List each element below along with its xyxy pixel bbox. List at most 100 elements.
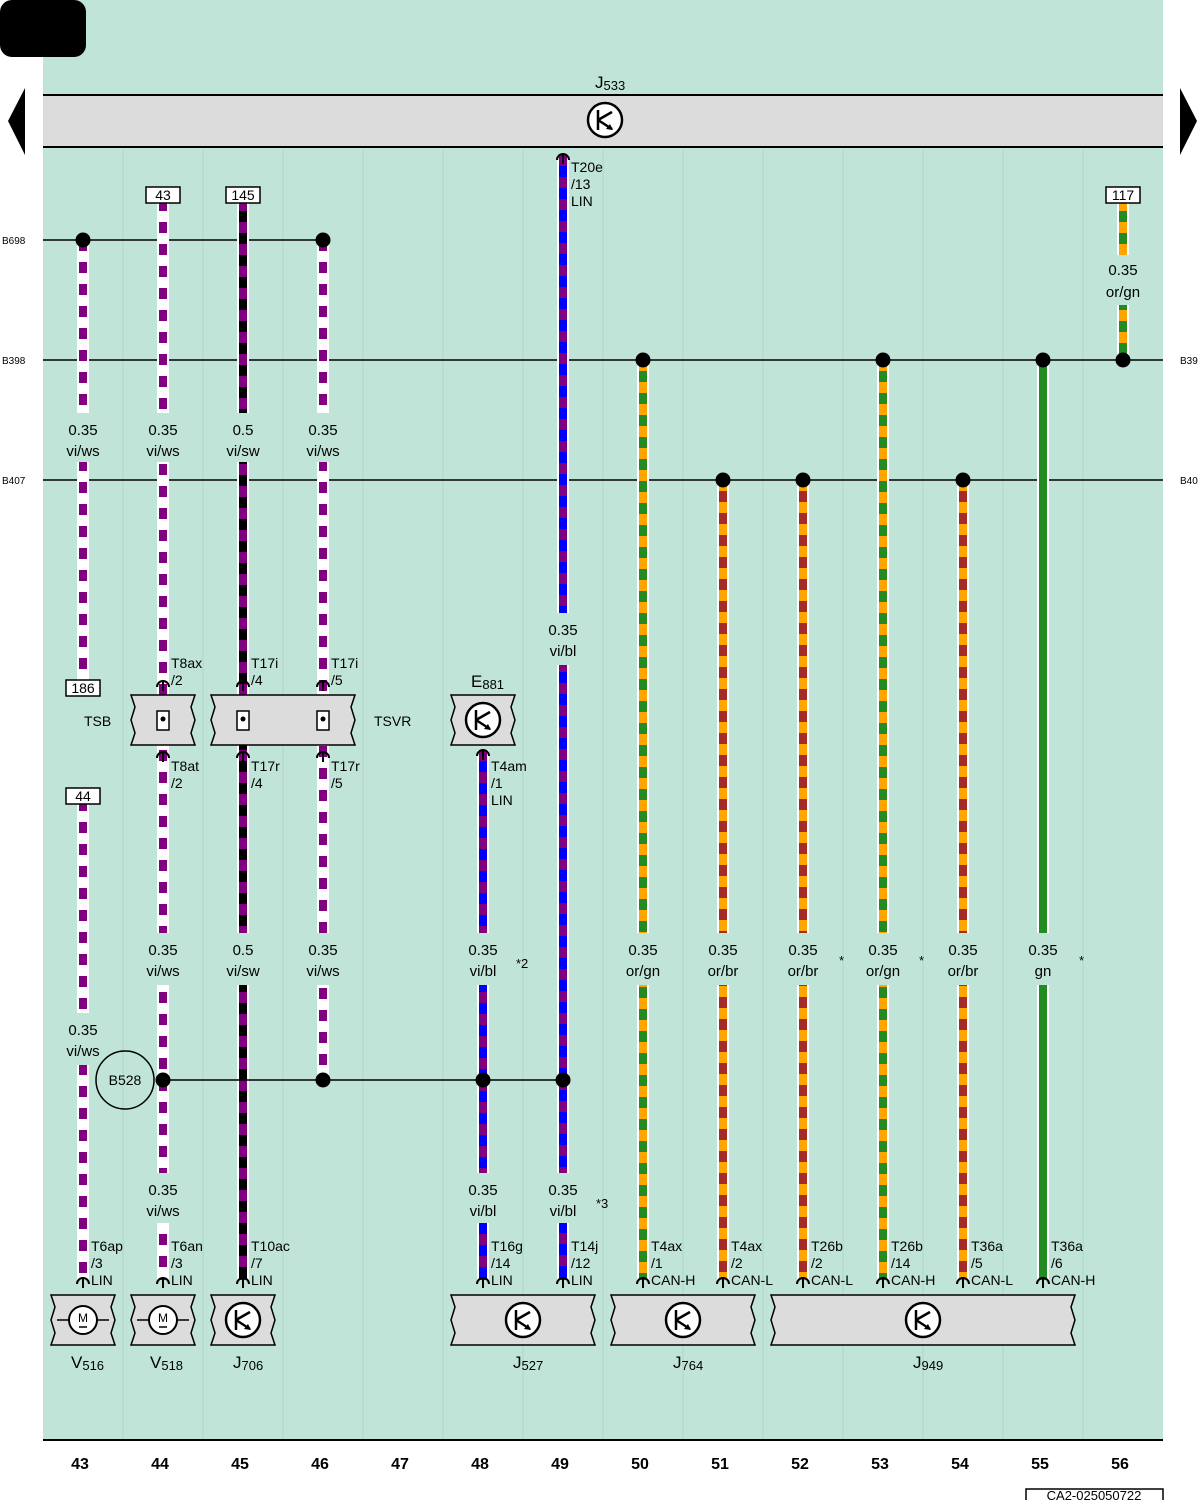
connector-terminal-bot-2 (316, 751, 330, 762)
column-numbers: 43 44 45 46 47 48 49 50 51 52 53 54 55 5… (71, 1456, 1129, 1473)
column-number: 54 (951, 1456, 969, 1473)
wire-gauge-label: 0.35 (788, 942, 817, 959)
connector-terminal-unit-8 (876, 1277, 890, 1288)
column-number: 48 (471, 1456, 489, 1473)
control-unit-icon (464, 701, 502, 739)
wire-gauge-label: 0.35 (148, 942, 177, 959)
column-number: 47 (391, 1456, 409, 1473)
wire-color-label: vi/ws (306, 963, 339, 980)
label-gaps (69, 255, 1137, 1223)
footnote-ref: * (919, 953, 924, 968)
connector-terminal-j533 (556, 153, 570, 164)
wire-gauge-label: 0.35 (868, 942, 897, 959)
right-margin-cover (1163, 340, 1200, 500)
column-number: 56 (1111, 1456, 1129, 1473)
ref-box-label: 44 (75, 788, 91, 804)
component-j764: J764 (609, 1294, 757, 1373)
wire-gauge-label: 0.35 (468, 942, 497, 959)
wire-gauge-label: 0.35 (68, 422, 97, 439)
control-unit-icon (504, 1301, 542, 1339)
main-unit-label: J533 (595, 73, 625, 93)
wire-color-label: vi/bl (470, 963, 497, 980)
connector-terminal-unit-1 (156, 1277, 170, 1288)
wire-color-label: vi/sw (226, 443, 260, 460)
bus-label-b398-edge: B39 (1180, 356, 1198, 367)
column-dividers (122, 150, 1084, 1440)
wires-layer (77, 155, 1129, 1280)
ref-box-label: 117 (1112, 187, 1135, 203)
terminals (76, 153, 1050, 1288)
wire-color-label: or/br (788, 963, 819, 980)
connector-terminal-unit-10 (1036, 1277, 1050, 1288)
bus-label-b698: B698 (2, 236, 26, 247)
separation-label-tsb: TSB (84, 713, 111, 729)
ref-box-label: 186 (71, 680, 95, 696)
wire-gauge-label: 0.35 (948, 942, 977, 959)
column-number: 55 (1031, 1456, 1049, 1473)
connector-terminal-unit-5 (636, 1277, 650, 1288)
component-label-e881: E881 (471, 672, 504, 692)
ref-box-label: 145 (231, 187, 255, 203)
bus-label-b407: B407 (2, 476, 26, 487)
control-unit-icon (904, 1301, 942, 1339)
component-j949: J949 (769, 1294, 1077, 1373)
connector-label: T17i/5 (331, 655, 358, 688)
connector-terminal-bot-0 (156, 751, 170, 762)
wire-gauge-label: 0.35 (148, 422, 177, 439)
wire-gauge-label: 0.5 (233, 942, 254, 959)
connector-terminal-unit-6 (716, 1277, 730, 1288)
wire-color-label: vi/bl (470, 1203, 497, 1220)
control-unit-icon (664, 1301, 702, 1339)
nav-next-icon[interactable] (1180, 88, 1197, 155)
wire-color-label: vi/ws (66, 1043, 99, 1060)
reference-boxes: 43 145 117 186 44 (65, 186, 1141, 805)
component-label-j527: J527 (513, 1353, 543, 1373)
column-number: 49 (551, 1456, 569, 1473)
footnote-ref: * (1079, 953, 1084, 968)
header-marker (0, 0, 86, 57)
connector-terminal-unit-2 (236, 1277, 250, 1288)
connector-label: T17r/4 (251, 758, 280, 791)
connector-terminal-unit-7 (796, 1277, 810, 1288)
wire-color-label: vi/ws (306, 443, 339, 460)
column-number: 50 (631, 1456, 649, 1473)
control-unit-icon (224, 1301, 262, 1339)
column-number: 43 (71, 1456, 89, 1473)
wire-gauge-label: 0.35 (308, 942, 337, 959)
connector-label: T17i/4 (251, 655, 278, 688)
wire-color-label: vi/ws (146, 963, 179, 980)
figure-code: CA2-025050722 (1047, 1488, 1142, 1500)
component-j706: J706 (209, 1294, 277, 1373)
connector-label: T8ax/2 (171, 655, 202, 688)
wire-gauge-label: 0.35 (548, 1182, 577, 1199)
component-label-j949: J949 (913, 1353, 943, 1373)
component-label-v518: V518 (150, 1353, 183, 1373)
wire-gauge-label: 0.35 (1028, 942, 1057, 959)
component-label-j706: J706 (233, 1353, 263, 1373)
column-number: 45 (231, 1456, 249, 1473)
wire-labels: 0.35 vi/ws 0.35 vi/ws 0.35 vi/ws 0.35 vi… (66, 262, 1140, 1220)
connector-label: T8at/2 (171, 758, 199, 791)
wire-gauge-label: 0.35 (548, 622, 577, 639)
footnote-ref: *3 (596, 1196, 608, 1211)
component-e881: E881 (449, 672, 517, 746)
connector-terminal-top-1 (236, 680, 250, 691)
nav-prev-icon[interactable] (8, 88, 25, 155)
wire-color-label: vi/ws (146, 443, 179, 460)
component-label-j764: J764 (673, 1353, 703, 1373)
column-number: 51 (711, 1456, 729, 1473)
separation-label-tsvr: TSVR (374, 713, 411, 729)
connector-terminal-bot-1 (236, 751, 250, 762)
wire-color-label: or/br (948, 963, 979, 980)
connector-terminal-e881 (476, 749, 490, 760)
